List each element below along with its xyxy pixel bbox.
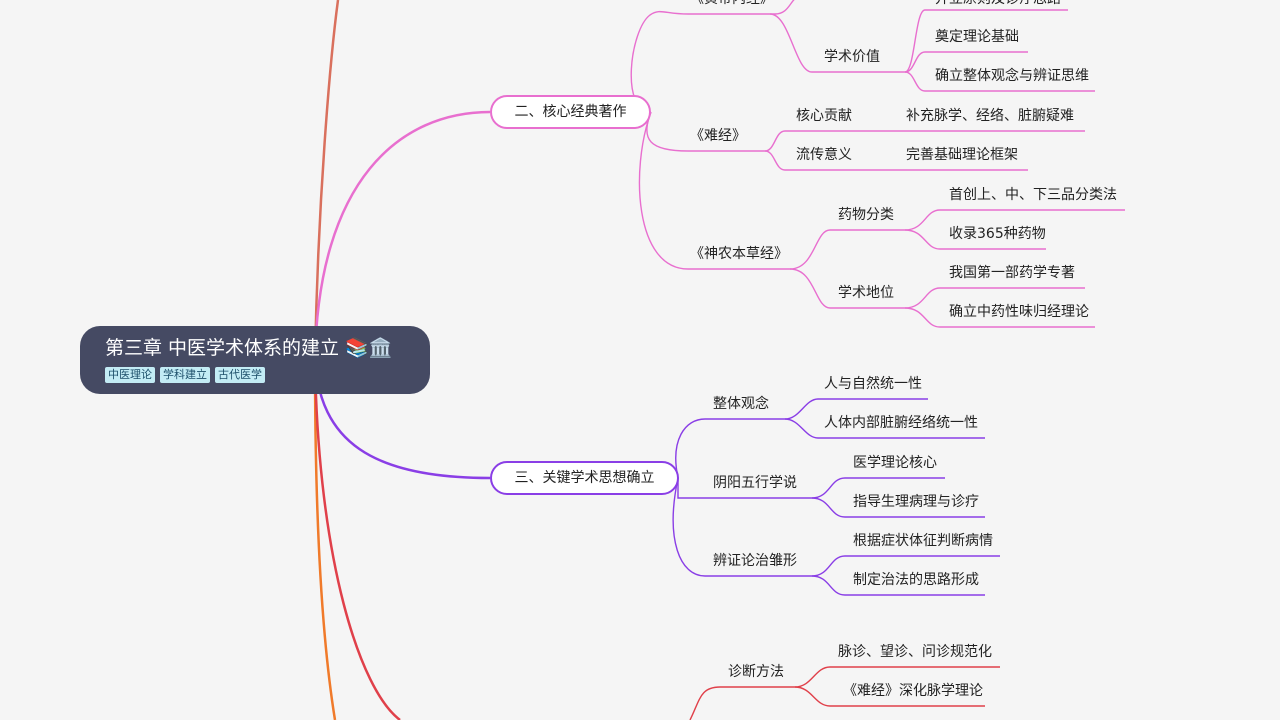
leaf-topic[interactable]: 首创上、中、下三品分类法 xyxy=(949,187,1117,203)
branch-4-connectors xyxy=(689,666,1000,720)
leaf-topic[interactable]: 确立中药性味归经理论 xyxy=(949,304,1089,320)
topic-diagnosis-methods[interactable]: 诊断方法 xyxy=(728,664,784,680)
topic-academic-status[interactable]: 学术地位 xyxy=(838,285,894,301)
connector-root-offscreen-orange xyxy=(313,359,337,720)
leaf-topic[interactable]: 完善基础理论框架 xyxy=(906,147,1018,163)
connector-root-branch-2 xyxy=(313,110,491,361)
topic-drug-classification[interactable]: 药物分类 xyxy=(838,207,894,223)
root-title: 第三章 中医学术体系的建立 📚🏛️ xyxy=(105,337,393,359)
branch-topic-core-classics[interactable]: 二、核心经典著作 xyxy=(490,95,651,129)
leaf-topic[interactable]: 奠定理论基础 xyxy=(935,29,1019,45)
leaf-topic[interactable]: 我国第一部药学专著 xyxy=(949,265,1075,281)
tag-label[interactable]: 古代医学 xyxy=(215,367,265,383)
topic-shennong-bencao[interactable]: 《神农本草经》 xyxy=(690,246,788,262)
branch-topic-key-thoughts[interactable]: 三、关键学术思想确立 xyxy=(490,461,679,495)
root-topic[interactable]: 第三章 中医学术体系的建立 📚🏛️ 中医理论 学科建立 古代医学 xyxy=(80,326,430,394)
tag-label[interactable]: 中医理论 xyxy=(105,367,155,383)
tag-label[interactable]: 学科建立 xyxy=(160,367,210,383)
root-tags: 中医理论 学科建立 古代医学 xyxy=(105,367,430,383)
leaf-topic[interactable]: 并立原则及诊疗思路 xyxy=(935,0,1061,8)
topic-core-contribution[interactable]: 核心贡献 xyxy=(796,108,852,124)
topic-syndrome-differentiation[interactable]: 辨证论治雏形 xyxy=(713,553,797,569)
leaf-topic[interactable]: 补充脉学、经络、脏腑疑难 xyxy=(906,108,1074,124)
leaf-topic[interactable]: 确立整体观念与辨证思维 xyxy=(935,68,1089,84)
topic-nanjing[interactable]: 《难经》 xyxy=(690,128,746,144)
leaf-topic[interactable]: 人与自然统一性 xyxy=(824,376,922,392)
leaf-topic[interactable]: 制定治法的思路形成 xyxy=(853,572,979,588)
connector-root-branch-red xyxy=(313,359,401,720)
leaf-topic[interactable]: 收录365种药物 xyxy=(949,226,1046,242)
leaf-topic[interactable]: 人体内部脏腑经络统一性 xyxy=(824,415,978,431)
leaf-topic[interactable]: 脉诊、望诊、问诊规范化 xyxy=(838,644,992,660)
leaf-topic[interactable]: 医学理论核心 xyxy=(853,455,937,471)
branch-3-connectors xyxy=(672,398,1000,596)
topic-academic-value[interactable]: 学术价值 xyxy=(824,49,880,65)
topic-yinyang-wuxing[interactable]: 阴阳五行学说 xyxy=(713,475,797,491)
connector-root-offscreen-top xyxy=(313,0,340,361)
leaf-topic[interactable]: 《难经》深化脉学理论 xyxy=(843,683,983,699)
topic-huangdi-neijing[interactable]: 《黄帝内经》 xyxy=(690,0,774,8)
topic-transmission-significance[interactable]: 流传意义 xyxy=(796,147,852,163)
topic-holism[interactable]: 整体观念 xyxy=(713,396,769,412)
leaf-topic[interactable]: 指导生理病理与诊疗 xyxy=(853,494,979,510)
leaf-topic[interactable]: 根据症状体征判断病情 xyxy=(853,533,993,549)
